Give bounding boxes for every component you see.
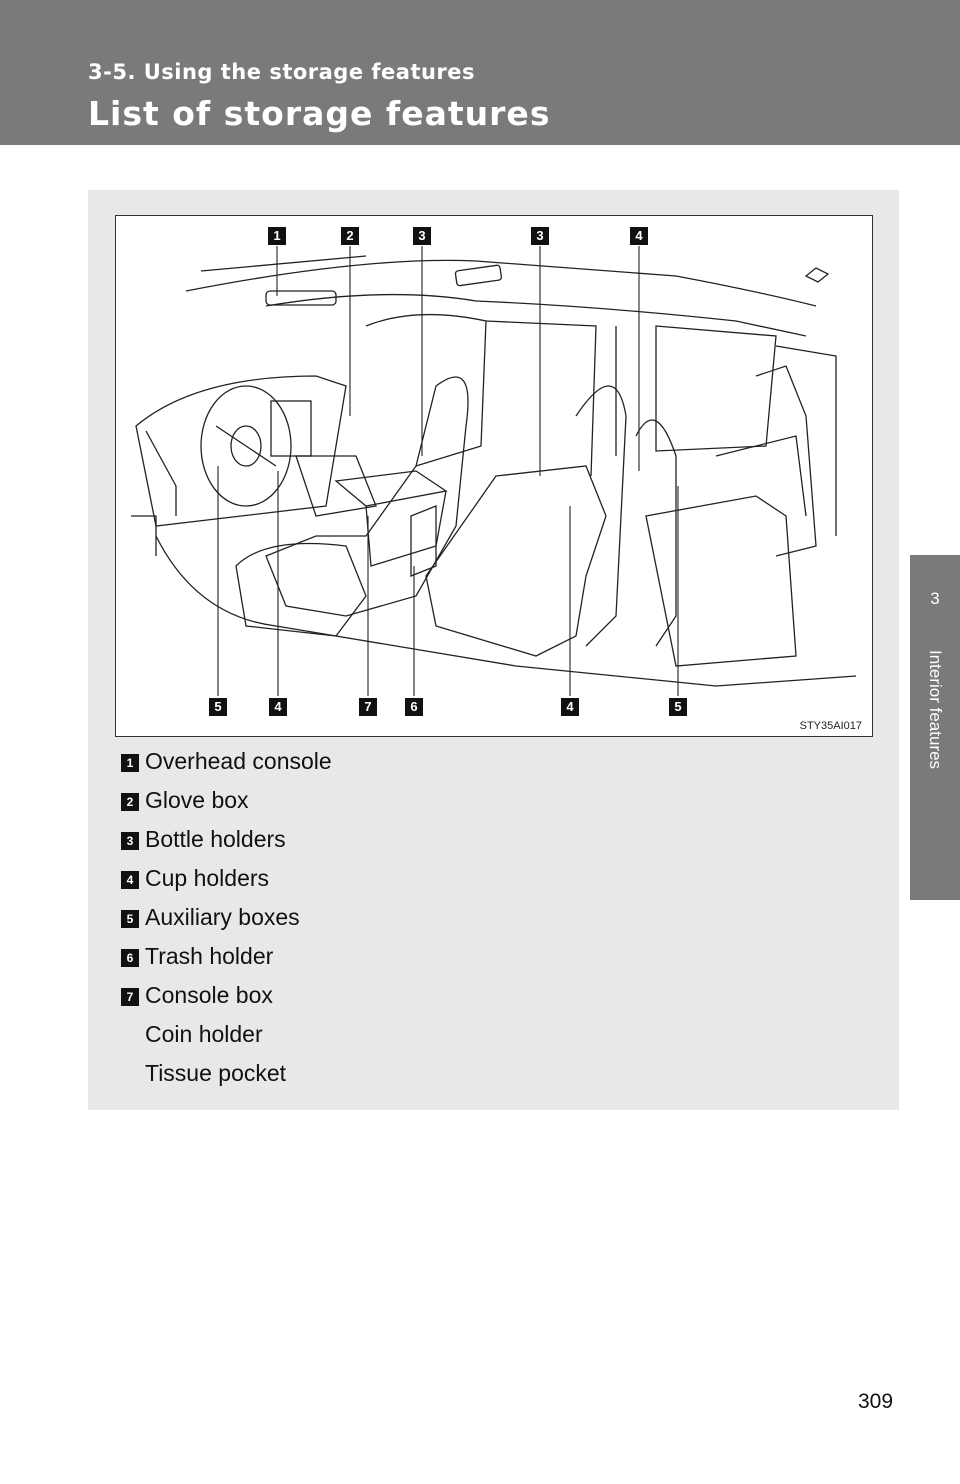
legend-label: Overhead console [145, 748, 332, 774]
page-number: 309 [858, 1390, 894, 1413]
callout-cup-holder-rear: 4 [630, 227, 648, 245]
legend-badge: 4 [121, 871, 139, 889]
legend-label: Tissue pocket [145, 1060, 287, 1086]
callout-bottle-holder-front: 3 [413, 227, 431, 245]
legend-item: 1 Overhead console [121, 745, 821, 784]
legend-label: Cup holders [145, 865, 270, 891]
legend-label: Console box [145, 982, 273, 1008]
callout-auxiliary-box-rear: 5 [669, 698, 687, 716]
legend-label: Coin holder [145, 1021, 263, 1047]
callout-glove-box: 2 [341, 227, 359, 245]
legend-badge: 6 [121, 949, 139, 967]
callout-overhead-console: 1 [268, 227, 286, 245]
page-title: List of storage features [88, 94, 551, 133]
legend-badge: 1 [121, 754, 139, 772]
chapter-number: 3 [930, 589, 940, 608]
legend-item: 3 Bottle holders [121, 823, 821, 862]
page-header: 3-5. Using the storage features List of … [0, 0, 960, 145]
storage-legend: 1 Overhead console 2 Glove box 3 Bottle … [121, 745, 821, 1096]
legend-label: Bottle holders [145, 826, 286, 852]
legend-item: 7 Console box [121, 979, 821, 1018]
legend-label: Auxiliary boxes [145, 904, 300, 930]
callout-console-box: 7 [359, 698, 377, 716]
vehicle-interior-drawing [131, 246, 857, 696]
figure-id: STY35AI017 [799, 720, 862, 732]
section-label: 3-5. Using the storage features [88, 60, 476, 84]
legend-badge: 3 [121, 832, 139, 850]
legend-item: 6 Trash holder [121, 940, 821, 979]
callout-cup-holder-middle: 4 [561, 698, 579, 716]
chapter-side-tab[interactable]: 3 Interior features [910, 555, 960, 900]
legend-label: Glove box [145, 787, 249, 813]
legend-badge: 7 [121, 988, 139, 1006]
legend-label: Trash holder [145, 943, 274, 969]
legend-item: 5 Auxiliary boxes [121, 901, 821, 940]
callout-cup-holder-front: 4 [269, 698, 287, 716]
callout-auxiliary-box-front: 5 [209, 698, 227, 716]
chapter-label: Interior features [926, 650, 945, 770]
legend-item: 4 Cup holders [121, 862, 821, 901]
legend-item: 2 Glove box [121, 784, 821, 823]
legend-sub-item: Coin holder [121, 1018, 821, 1057]
legend-badge: 2 [121, 793, 139, 811]
legend-sub-item: Tissue pocket [121, 1057, 821, 1096]
legend-badge: 5 [121, 910, 139, 928]
callout-bottle-holder-rear: 3 [531, 227, 549, 245]
interior-illustration: 1 2 3 3 4 5 4 7 6 4 5 STY35AI017 [115, 215, 873, 737]
callout-trash-holder: 6 [405, 698, 423, 716]
